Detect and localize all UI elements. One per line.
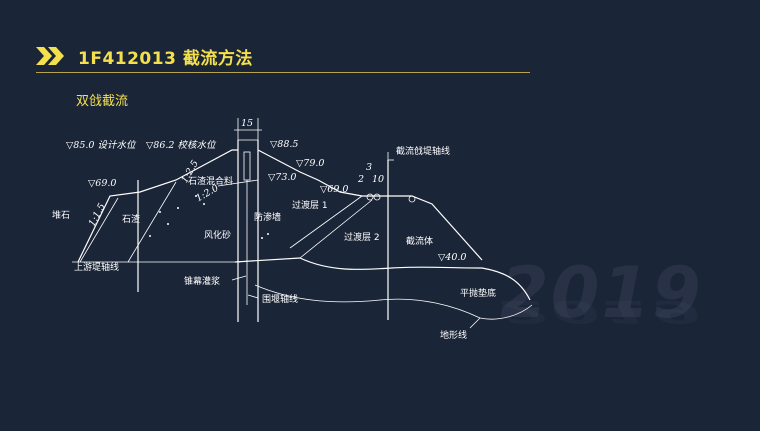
closure-marker-a [366,193,374,201]
level-design-water: ▽85.0 设计水位 [66,139,137,151]
level-crest: ▽88.5 [270,139,298,150]
level-check-water: ▽86.2 校核水位 [146,139,217,151]
closure-marker-c [408,195,416,203]
title-divider [36,72,530,73]
terrain-line [299,257,531,301]
label-upstream-axis: 上游堤轴线 [74,261,119,273]
dim-crest-width: 15 [241,118,253,129]
label-rock-fill: 堆石 [52,210,70,221]
level-69-right: ▽69.0 [320,184,348,195]
left-dike-inner [127,181,177,263]
closure-marker-b [373,193,381,201]
transition-layer-2 [299,199,373,259]
dim-3: 3 [366,162,372,173]
level-69-left: ▽69.0 [88,178,116,189]
main-dike-right-slope [257,149,363,197]
label-closure-body: 截流体 [406,235,433,247]
label-terrain-line: 地形线 [440,329,467,341]
label-stone: 石渣 [122,213,140,225]
leader-curtain [231,275,247,281]
label-cutoff-wall: 防渗墙 [254,211,281,223]
left-dike-outline [77,149,238,263]
transition-layer-1 [289,195,363,249]
river-bed-line [254,284,533,320]
level-40: ▽40.0 [438,252,466,263]
leader-terrain [469,317,481,329]
label-stone-mix: 石渣混合料 [188,175,233,187]
closure-dike-outline [362,195,483,261]
slope-1-5: 1:1.5 [87,202,108,229]
level-79: ▽79.0 [296,158,324,169]
chevron-bullet-icon [36,47,64,65]
label-cofferdam-axis: 围堰轴线 [262,293,298,305]
leader-cofferdam-axis [247,294,259,299]
slide-subtitle: 双戗截流 [76,94,129,109]
label-transition-2: 过渡层 2 [344,231,380,243]
rockfill-boundary [79,197,119,263]
label-flat-base: 平抛垫底 [460,287,496,299]
flat-base-line [234,257,301,263]
label-weathered-sand: 风化砂 [204,229,231,241]
label-curtain-grout: 锥幕灌浆 [184,275,220,287]
level-73: ▽73.0 [268,172,296,183]
label-closure-axis: 截流戗堤轴线 [396,145,450,157]
weathered-sand-boundary [217,179,259,187]
dim-2: 2 [357,174,364,185]
year-watermark: 2019 [500,252,703,334]
cutoff-wall-core [243,151,251,181]
dim-10: 10 [372,174,384,185]
label-transition-1: 过渡层 1 [292,199,328,211]
slide-title: 1F412013 截流方法 [78,49,253,69]
